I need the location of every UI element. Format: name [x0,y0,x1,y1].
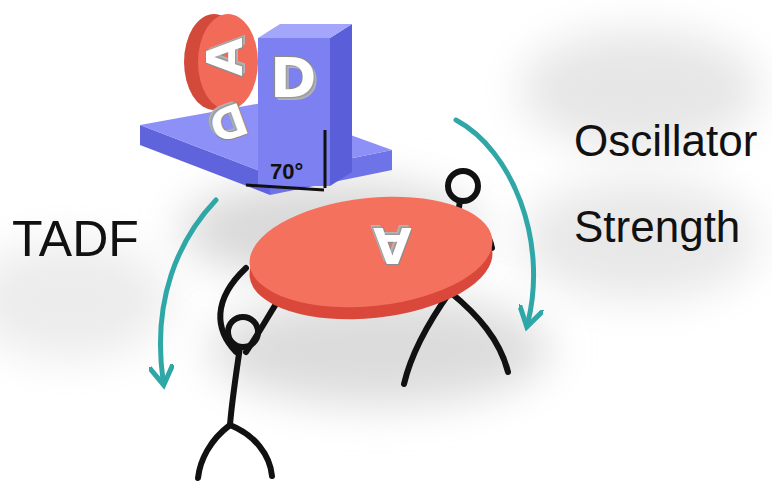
block-letter: D [270,50,316,106]
acceptor-disc: A [182,10,266,114]
acceptor-disc: A [245,192,497,322]
mechanism-label: TADF [12,212,139,267]
acceptor-disc-shape [245,192,497,322]
property-label: Oscillator Strength [574,98,766,270]
block-letter: A [373,220,412,270]
angle-label: 70° [270,160,303,184]
block-letter: A [200,38,250,77]
